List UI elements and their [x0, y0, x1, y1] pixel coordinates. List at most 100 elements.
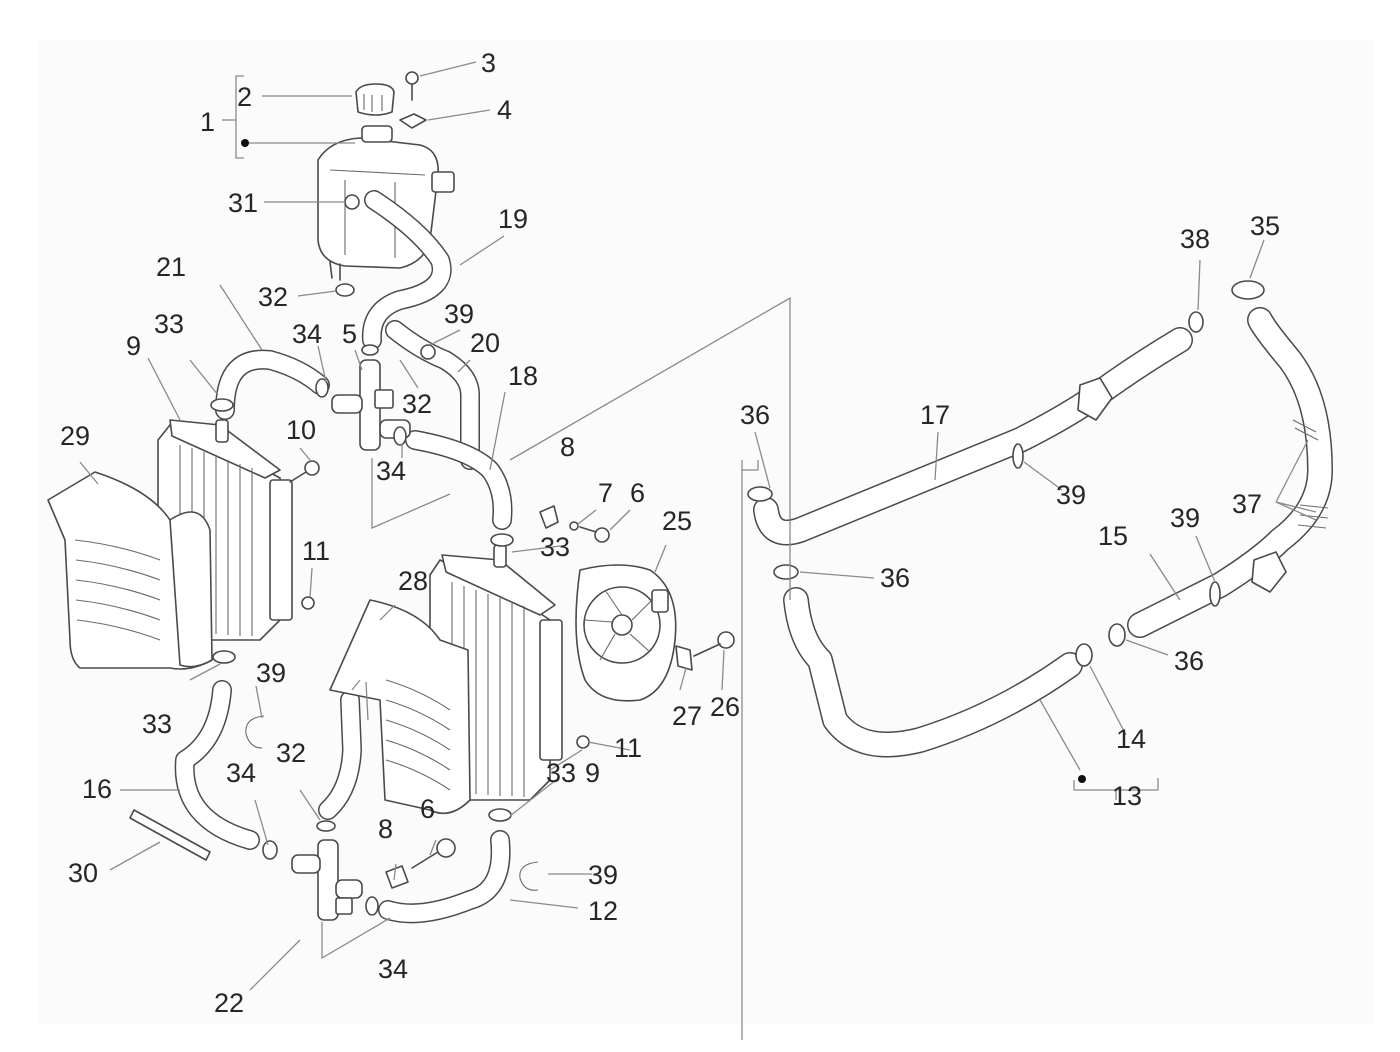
- clamp-32-bottom[interactable]: [316, 820, 336, 832]
- pipe-15[interactable]: [1127, 307, 1333, 638]
- clamp-34-c[interactable]: [262, 840, 278, 860]
- clip-39-pipe15[interactable]: [1209, 581, 1221, 607]
- callout-5: 5: [342, 319, 357, 349]
- clip-nut-8-top[interactable]: [539, 505, 559, 529]
- screw-26[interactable]: [693, 631, 735, 657]
- callout-34-left: 34: [226, 758, 256, 788]
- callout-19: 19: [498, 204, 528, 234]
- callout-6-top: 6: [630, 478, 645, 508]
- callout-34-top: 34: [292, 319, 322, 349]
- clamp-33-a[interactable]: [210, 398, 234, 412]
- nut-11-right[interactable]: [576, 735, 590, 749]
- hose-19[interactable]: [361, 190, 452, 350]
- callout-2: 2: [237, 82, 252, 112]
- callout-32-top: 32: [258, 282, 288, 312]
- bolt-6-top[interactable]: [579, 526, 610, 543]
- callout-11-right: 11: [614, 733, 642, 763]
- radiator-cover-right[interactable]: [329, 599, 471, 815]
- hose-13[interactable]: [783, 587, 1083, 758]
- callout-13: 13: [1112, 781, 1142, 811]
- clip-39-left[interactable]: [245, 715, 265, 749]
- callout-36-top: 36: [740, 400, 770, 430]
- three-way-fitting[interactable]: [291, 839, 363, 921]
- clamp-32-top[interactable]: [335, 283, 355, 297]
- clamp-38[interactable]: [1188, 311, 1204, 333]
- callout-26: 26: [710, 692, 740, 722]
- callout-39-top: 39: [444, 299, 474, 329]
- clamp-34-d[interactable]: [365, 896, 379, 916]
- clamp-34-b[interactable]: [393, 426, 407, 446]
- callout-15: 15: [1098, 521, 1128, 551]
- callout-29: 29: [60, 421, 90, 451]
- callout-36-right: 36: [1174, 646, 1204, 676]
- pipe-17[interactable]: [753, 327, 1193, 546]
- assembly-dot: [1078, 775, 1086, 783]
- clamp-32-mid[interactable]: [361, 344, 379, 356]
- clamp-33-c[interactable]: [490, 533, 514, 547]
- hose-18[interactable]: [405, 430, 513, 530]
- callout-30: 30: [68, 858, 98, 888]
- callout-22: 22: [214, 988, 244, 1018]
- callout-4: 4: [497, 95, 512, 125]
- callout-8-top: 8: [560, 432, 575, 462]
- hose-upper-center[interactable]: [318, 690, 362, 820]
- callout-1: 1: [200, 107, 215, 137]
- clamp-33-b[interactable]: [212, 650, 236, 664]
- callout-32-bottom: 32: [276, 738, 306, 768]
- radiator-cover-left[interactable]: [47, 471, 213, 670]
- callout-32-mid: 32: [402, 389, 432, 419]
- hose-20[interactable]: [385, 320, 480, 470]
- clip-39-bottom[interactable]: [519, 861, 539, 891]
- callout-39-pipe17: 39: [1056, 480, 1086, 510]
- screw[interactable]: [405, 71, 419, 101]
- assembly-dot: [241, 139, 249, 147]
- callout-35: 35: [1250, 211, 1280, 241]
- washer-7[interactable]: [569, 521, 579, 531]
- clamp-36-b[interactable]: [773, 564, 799, 580]
- clip-nut[interactable]: [399, 113, 427, 129]
- clamp-35[interactable]: [1231, 280, 1265, 300]
- nut-11-left[interactable]: [301, 596, 315, 610]
- callout-39-bottom: 39: [588, 860, 618, 890]
- clamp-36-a[interactable]: [747, 486, 773, 502]
- callout-7: 7: [598, 478, 613, 508]
- plug[interactable]: [344, 194, 360, 210]
- clip-39-pipe17[interactable]: [1012, 443, 1024, 469]
- callout-31: 31: [228, 188, 258, 218]
- callout-33-bottom: 33: [546, 758, 576, 788]
- clamp-34-a[interactable]: [315, 378, 329, 398]
- bracket-27[interactable]: [675, 645, 693, 671]
- screw-10[interactable]: [289, 460, 320, 483]
- callout-12: 12: [588, 896, 618, 926]
- callout-27: 27: [672, 701, 702, 731]
- bolt-6-bottom[interactable]: [411, 838, 456, 869]
- callout-37: 37: [1232, 489, 1262, 519]
- tank-cap[interactable]: [355, 83, 395, 116]
- callout-33-left: 33: [142, 709, 172, 739]
- callout-36-mid: 36: [880, 563, 910, 593]
- callout-25: 25: [662, 506, 692, 536]
- hose-21[interactable]: [215, 349, 330, 420]
- callout-33-mid: 33: [540, 532, 570, 562]
- leader-lines: [79, 61, 1317, 1040]
- clip-nut-8-bottom[interactable]: [385, 865, 409, 889]
- callout-18: 18: [508, 361, 538, 391]
- callout-11-left: 11: [302, 536, 330, 566]
- hose-16[interactable]: [174, 680, 260, 850]
- clamp-36-c[interactable]: [1108, 623, 1126, 647]
- electric-fan[interactable]: [575, 564, 677, 702]
- clamp-39-top[interactable]: [420, 344, 436, 360]
- callout-17: 17: [920, 400, 950, 430]
- callout-6-bottom: 6: [420, 794, 435, 824]
- callout-9-left: 9: [126, 331, 141, 361]
- callout-14: 14: [1116, 724, 1146, 754]
- seal-strip-30[interactable]: [129, 809, 211, 861]
- callout-8-bottom: 8: [378, 814, 393, 844]
- clamp-33-d[interactable]: [488, 808, 512, 822]
- callout-20: 20: [470, 328, 500, 358]
- callout-39-left: 39: [256, 658, 286, 688]
- callout-16: 16: [82, 774, 112, 804]
- hose-12[interactable]: [378, 830, 511, 924]
- clamp-14[interactable]: [1075, 643, 1093, 667]
